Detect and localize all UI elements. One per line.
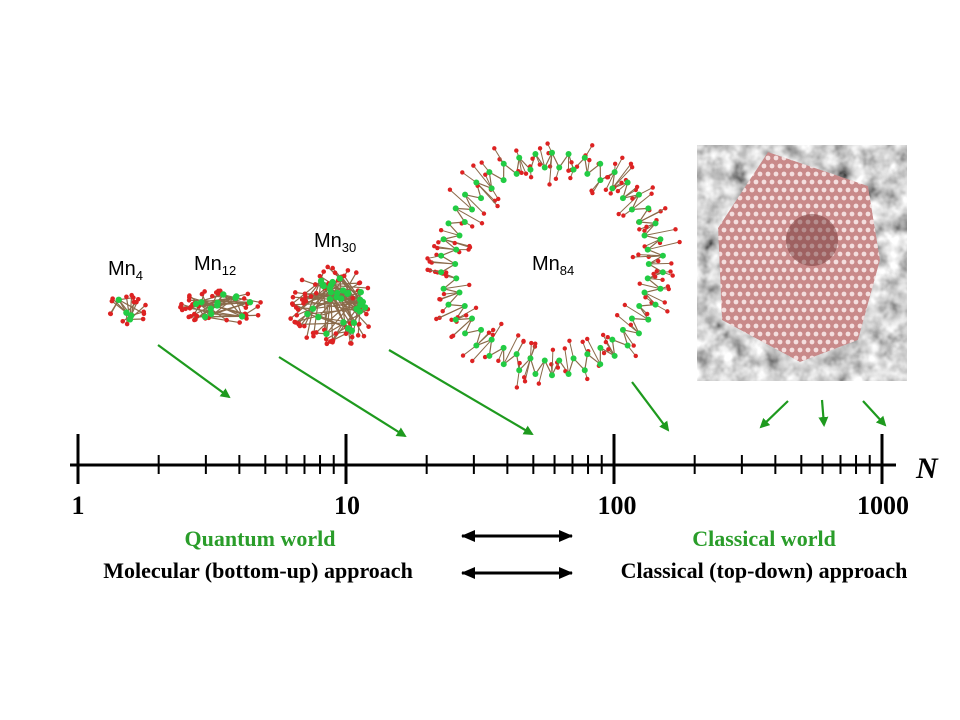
molecular-approach-label: Molecular (bottom-up) approach [103, 558, 413, 583]
green-arrow [278, 356, 407, 438]
green-arrows [157, 344, 887, 438]
nanoparticle-micrograph [697, 145, 907, 381]
tick-label-1: 1 [72, 491, 85, 520]
mn12-label: Mn12 [194, 253, 236, 278]
green-arrow [759, 400, 789, 429]
classical-world-label: Classical world [692, 526, 836, 551]
axis-variable-label: N [915, 452, 939, 485]
mn84-ring-structure [425, 141, 682, 390]
green-arrow [631, 381, 670, 432]
mn4-label: Mn4 [108, 258, 143, 283]
green-arrow [157, 344, 231, 399]
mn84-label: Mn84 [532, 253, 574, 278]
mn4-molecule-structure [107, 292, 148, 327]
green-arrow [862, 400, 887, 427]
mn30-molecule-structure [288, 264, 371, 347]
tick-label-100: 100 [598, 491, 637, 520]
n-axis [70, 434, 896, 484]
tick-label-10: 10 [334, 491, 360, 520]
mn30-label: Mn30 [314, 230, 356, 255]
green-arrow [818, 399, 829, 427]
mn12-molecule-structure [178, 288, 263, 325]
quantum-world-label: Quantum world [185, 526, 336, 551]
classical-approach-label: Classical (top-down) approach [621, 558, 908, 583]
tick-label-1000: 1000 [857, 491, 909, 520]
green-arrow [388, 349, 534, 436]
